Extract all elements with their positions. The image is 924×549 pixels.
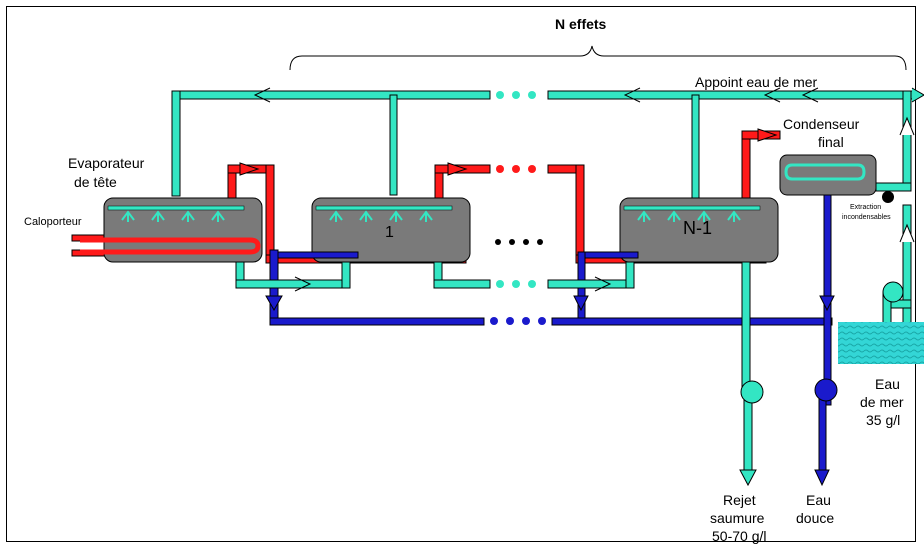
appoint-label: Appoint eau de mer — [695, 74, 818, 90]
seawater-header-dots — [496, 91, 536, 99]
distillate-dots — [490, 317, 546, 325]
spray-nozzles — [121, 210, 741, 222]
condenseur-label-2: final — [818, 134, 844, 150]
extraction-label-2: incondensables — [842, 214, 891, 221]
seawater-arrow-right1 — [899, 116, 915, 136]
seawater-arrow-right2 — [899, 223, 915, 243]
eau-mer-label-3: 35 g/l — [866, 412, 901, 428]
caloporteur-label: Caloporteur — [24, 216, 82, 228]
seawater-header — [171, 90, 917, 201]
effects-brace — [289, 45, 907, 71]
evaporateur-label-2: de tête — [74, 174, 117, 190]
effect-1-label: 1 — [385, 224, 394, 241]
evaporateur-label-1: Evaporateur — [68, 155, 145, 171]
rejet-label-2: saumure — [710, 510, 765, 526]
rejet-label-1: Rejet — [723, 492, 756, 508]
distillate-arrows — [265, 295, 835, 487]
brine-lines — [235, 261, 753, 474]
extraction-label-1: Extraction — [850, 204, 882, 211]
steam-dots — [496, 165, 536, 173]
distillate-pump — [814, 378, 838, 402]
eau-douce-label-2: douce — [796, 510, 835, 526]
rejet-label-3: 50-70 g/l — [712, 528, 767, 544]
extraction-pump — [882, 191, 894, 203]
eau-mer-label-1: Eau — [875, 376, 900, 392]
effect-n1-label: N-1 — [683, 218, 713, 238]
vessel-condenseur — [779, 154, 894, 203]
vessel-effect-n1 — [619, 197, 779, 263]
diagram-frame — [6, 6, 916, 542]
seawater-pump — [882, 281, 904, 303]
brine-pump — [740, 380, 764, 404]
eau-douce-label-1: Eau — [806, 492, 831, 508]
eau-mer-label-2: de mer — [860, 394, 904, 410]
title: N effets — [555, 16, 607, 32]
steam-arrows — [239, 128, 778, 176]
effects-ellipsis — [495, 239, 543, 245]
vessel-evaporateur — [80, 197, 263, 263]
brine-arrow-out — [739, 469, 757, 487]
seawater-basin — [838, 322, 924, 364]
vessel-effect-1 — [311, 197, 471, 263]
condenseur-label-1: Condenseur — [783, 116, 860, 132]
brine-dots — [496, 280, 536, 288]
brine-arrows — [294, 276, 612, 292]
seawater-arrow-top — [911, 87, 924, 103]
seawater-arrows — [253, 87, 819, 103]
